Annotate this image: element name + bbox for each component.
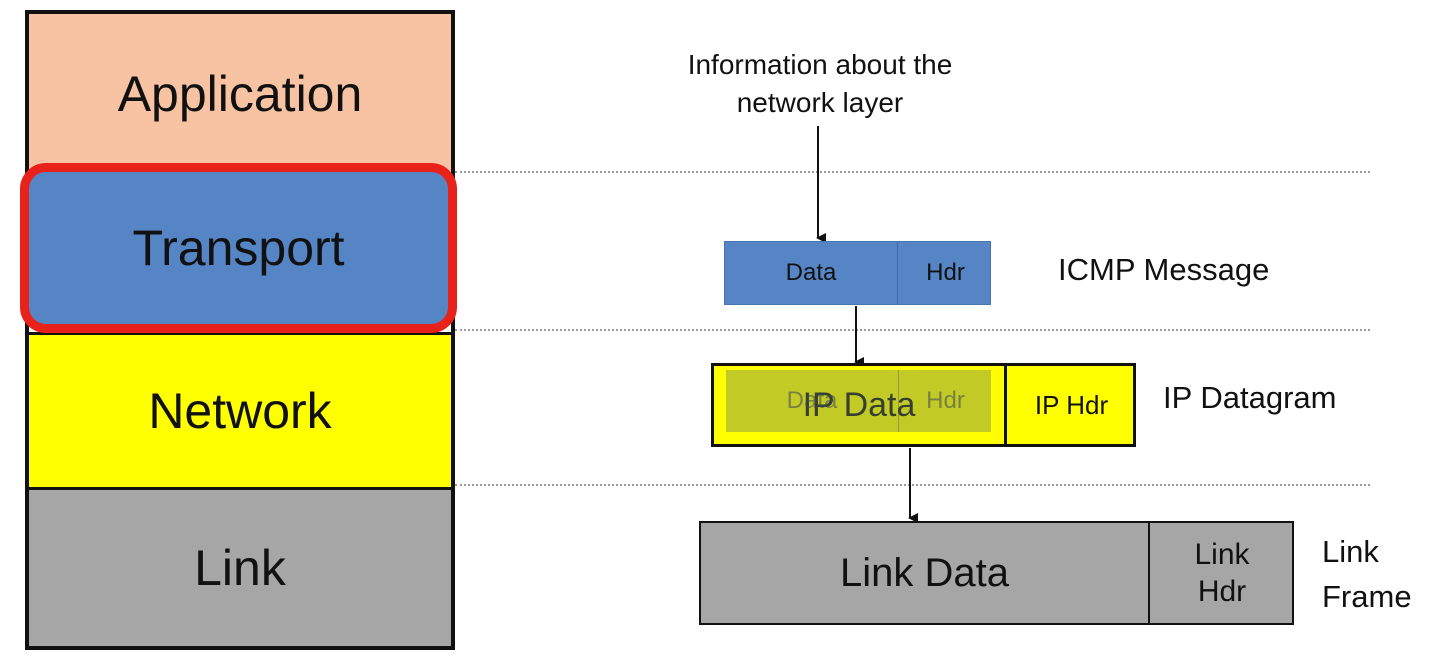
ip-datagram-label: IP Datagram	[1163, 380, 1337, 415]
link-frame-label: Link Frame	[1322, 530, 1412, 620]
icmp-data-field: Data	[785, 259, 837, 286]
ip-datagram-box: IP Data IP Hdr	[711, 363, 1136, 447]
link-layer: Link	[29, 490, 451, 646]
network-info-annotation: Information about the network layer	[640, 46, 1000, 122]
link-layer-label: Link	[194, 540, 286, 596]
application-layer-label: Application	[117, 66, 363, 122]
ghost-data-field: Data	[786, 387, 838, 414]
transport-layer-label: Transport	[132, 220, 345, 276]
link-data-field: Link Data	[840, 550, 1009, 595]
network-layer-label: Network	[148, 383, 332, 439]
embedded-icmp-ghost: Data Hdr	[726, 370, 991, 432]
network-layer: Network	[29, 332, 451, 490]
link-frame-label-line-2: Frame	[1322, 578, 1412, 614]
icmp-message-label: ICMP Message	[1058, 252, 1270, 287]
link-header-line-1: Link	[1194, 537, 1250, 571]
ip-header-field: IP Hdr	[1004, 366, 1136, 444]
link-frame-box: Link Data Link Hdr	[699, 521, 1294, 625]
link-header-line-2: Hdr	[1197, 575, 1247, 608]
link-header-field: Link Hdr	[1148, 523, 1294, 623]
ghost-header-field: Hdr	[898, 370, 992, 432]
application-layer: Application	[29, 14, 451, 174]
separator-line	[455, 171, 1370, 173]
annotation-line-1: Information about the	[687, 49, 953, 80]
link-frame-label-line-1: Link	[1322, 534, 1379, 569]
transport-layer-highlighted: Transport	[20, 163, 457, 333]
separator-line	[455, 484, 1370, 486]
annotation-line-2: network layer	[736, 86, 904, 118]
separator-line	[455, 329, 1370, 331]
ip-data-field: IP Data	[802, 385, 916, 424]
icmp-header-field: Hdr	[897, 242, 993, 304]
icmp-message-box: Data Hdr	[724, 241, 991, 305]
